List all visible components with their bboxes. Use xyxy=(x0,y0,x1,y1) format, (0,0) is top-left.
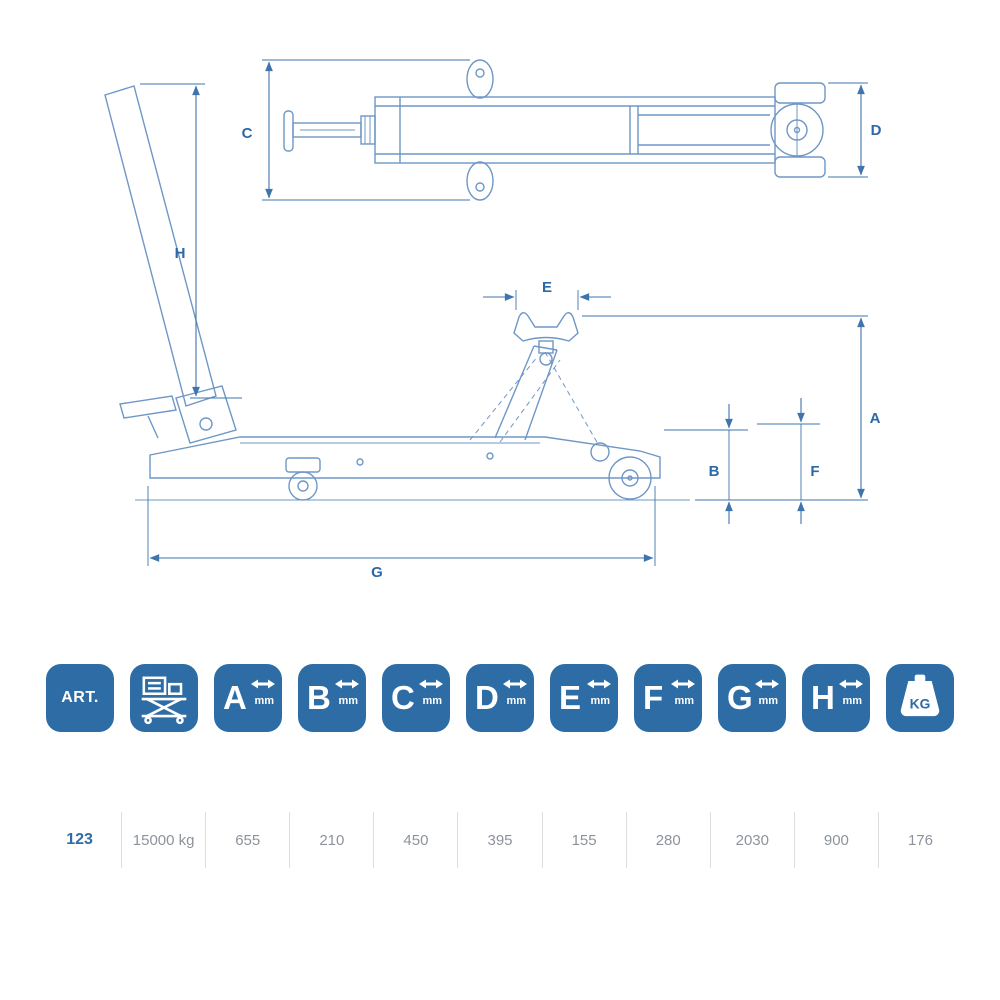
dim-b-value: 210 xyxy=(289,812,373,868)
art-label: ART. xyxy=(61,689,99,706)
dim-label-e: E xyxy=(542,279,552,296)
dim-label-f: F xyxy=(810,463,819,480)
double-arrow-icon xyxy=(503,679,527,689)
top-view-drawing xyxy=(283,59,826,201)
dim-h-letter: H xyxy=(811,678,835,716)
dim-label-a: A xyxy=(870,410,881,427)
dim-a-value: 655 xyxy=(205,812,289,868)
dim-f-value: 280 xyxy=(625,812,710,868)
dim-b-letter: B xyxy=(307,678,331,716)
double-arrow-icon xyxy=(419,679,443,689)
dim-e-letter: E xyxy=(559,678,582,716)
lift-capacity-icon xyxy=(130,664,198,732)
dim-g-value: 2030 xyxy=(709,812,794,868)
dim-f-letter: F xyxy=(643,678,664,716)
dim-a-letter: A xyxy=(223,678,247,716)
dim-d-letter: D xyxy=(475,678,499,716)
weight-value: 176 xyxy=(877,812,962,868)
double-arrow-icon xyxy=(839,679,863,689)
dimension-lines xyxy=(140,59,868,566)
double-arrow-icon xyxy=(587,679,611,689)
dim-h-unit: mm xyxy=(842,695,862,707)
dim-d-icon: D mm xyxy=(466,664,534,732)
capacity-value: 15000 kg xyxy=(121,812,205,868)
dim-h-icon: H mm xyxy=(802,664,870,732)
dim-b-unit: mm xyxy=(338,695,358,707)
dim-label-c: C xyxy=(242,125,253,142)
technical-drawing: C D H E A B F G xyxy=(104,59,882,581)
dim-label-h: H xyxy=(175,245,186,262)
dim-f-icon: F mm xyxy=(634,664,702,732)
dim-e-icon: E mm xyxy=(550,664,618,732)
art-number-icon: ART. xyxy=(46,664,114,732)
spec-values-row: 123 15000 kg 655 210 450 395 155 280 203… xyxy=(38,812,962,868)
dim-label-b: B xyxy=(709,463,720,480)
dim-h-value: 900 xyxy=(793,812,878,868)
double-arrow-icon xyxy=(335,679,359,689)
dim-e-unit: mm xyxy=(590,695,610,707)
dim-e-value: 155 xyxy=(541,812,626,868)
dim-b-icon: B mm xyxy=(298,664,366,732)
dim-g-icon: G mm xyxy=(718,664,786,732)
spec-icons-row: ART. A mm B xyxy=(0,664,1000,732)
dim-c-value: 450 xyxy=(373,812,457,868)
dim-f-unit: mm xyxy=(674,695,694,707)
dim-c-icon: C mm xyxy=(382,664,450,732)
dim-g-letter: G xyxy=(727,678,753,716)
dim-label-g: G xyxy=(371,564,383,581)
dim-g-unit: mm xyxy=(758,695,778,707)
weight-kg-icon: KG xyxy=(886,664,954,732)
dim-d-unit: mm xyxy=(506,695,526,707)
dim-a-icon: A mm xyxy=(214,664,282,732)
dim-c-unit: mm xyxy=(422,695,442,707)
double-arrow-icon xyxy=(755,679,779,689)
dim-a-unit: mm xyxy=(254,695,274,707)
double-arrow-icon xyxy=(671,679,695,689)
side-view-drawing xyxy=(104,85,690,501)
dim-d-value: 395 xyxy=(457,812,541,868)
dim-c-letter: C xyxy=(391,678,415,716)
double-arrow-icon xyxy=(251,679,275,689)
kg-label: KG xyxy=(910,696,931,712)
art-number-value: 123 xyxy=(66,831,93,848)
dim-label-d: D xyxy=(871,122,882,139)
